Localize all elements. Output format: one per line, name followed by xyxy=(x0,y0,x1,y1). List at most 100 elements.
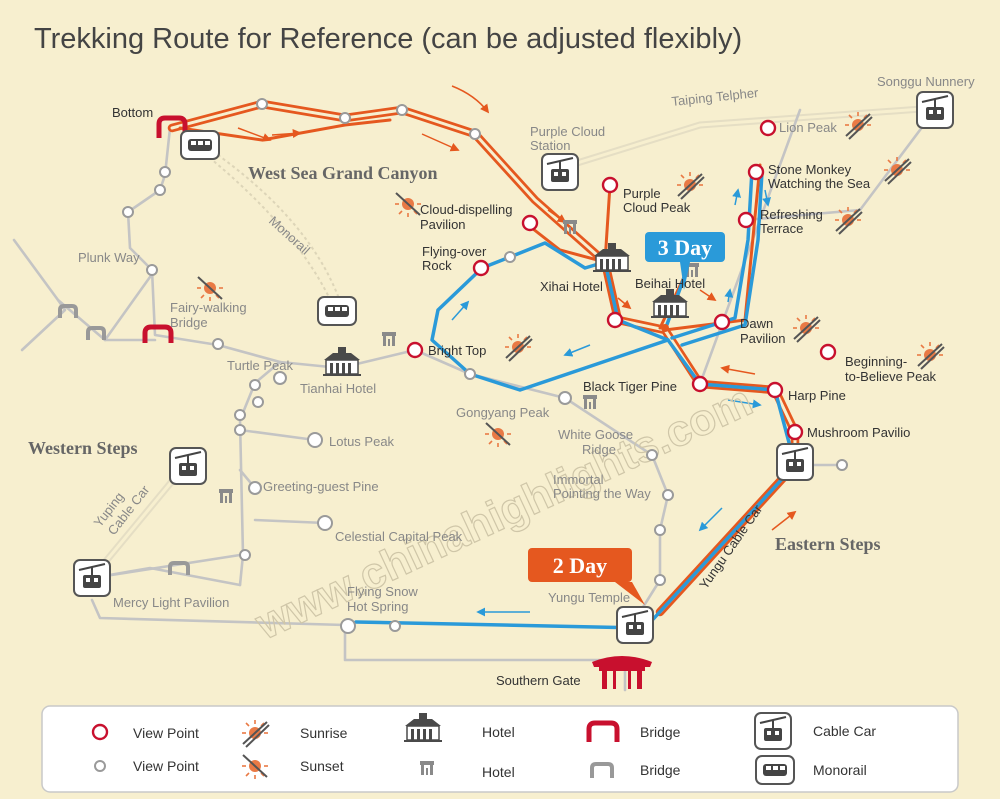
label-harp-pine: Harp Pine xyxy=(788,388,846,403)
cable-car-icon xyxy=(541,153,579,191)
red-view-points xyxy=(406,119,837,441)
label-flying-snow-2: Hot Spring xyxy=(347,599,408,614)
legend-bridge-gray-icon xyxy=(590,762,614,778)
label-bright-top: Bright Top xyxy=(428,343,486,358)
legend-label: View Point xyxy=(133,725,199,741)
label-immortal-1: Immortal xyxy=(553,472,604,487)
small-hotel-icon xyxy=(563,220,577,234)
svg-text:3 Day: 3 Day xyxy=(658,235,712,260)
label-flying-over-1: Flying-over xyxy=(422,244,487,259)
legend-label: Hotel xyxy=(482,724,515,740)
label-tianhai-hotel: Tianhai Hotel xyxy=(300,381,376,396)
small-hotel-icon xyxy=(583,395,597,409)
label-lotus-peak: Lotus Peak xyxy=(329,434,395,449)
label-xihai-hotel: Xihai Hotel xyxy=(540,279,603,294)
label-purple-station-2: Station xyxy=(530,138,570,153)
cable-car-icon xyxy=(616,606,654,644)
legend-label: Cable Car xyxy=(813,723,876,739)
legend: View Point View Point Sunrise Sunset Hot… xyxy=(41,705,959,793)
small-hotel-icon xyxy=(219,489,233,503)
legend-monorail-icon xyxy=(755,755,795,785)
legend-label: Bridge xyxy=(640,724,681,740)
legend-label: Sunset xyxy=(300,758,344,774)
southern-gate-icon xyxy=(592,656,652,689)
telpher-lines xyxy=(89,104,936,581)
label-white-goose-1: White Goose xyxy=(558,427,633,442)
label-cloud-dispelling-2: Pavilion xyxy=(420,217,466,232)
label-stone-monkey-2: Watching the Sea xyxy=(768,176,871,191)
legend-cable-car-icon xyxy=(754,712,792,750)
place-labels: Bottom Songgu Nunnery Lion Peak Stone Mo… xyxy=(78,74,975,688)
label-fairy-2: Bridge xyxy=(170,315,208,330)
legend-label: Sunrise xyxy=(300,725,348,741)
label-purple-peak-2: Cloud Peak xyxy=(623,200,691,215)
legend-label: Bridge xyxy=(640,762,681,778)
legend-label: Hotel xyxy=(482,764,515,780)
label-beginning-1: Beginning- xyxy=(845,354,907,369)
tianhai-hotel-icon xyxy=(322,346,362,377)
label-gongyang-peak: Gongyang Peak xyxy=(456,405,550,420)
label-dawn-2: Pavilion xyxy=(740,331,786,346)
label-greeting-guest: Greeting-guest Pine xyxy=(263,479,379,494)
legend-view-point-gray-icon xyxy=(94,760,106,772)
label-dawn-1: Dawn xyxy=(740,316,773,331)
beihai-hotel-icon xyxy=(650,288,690,319)
sunset-icon xyxy=(196,276,224,302)
sunrise-icon xyxy=(676,171,705,200)
label-refreshing-2: Terrace xyxy=(760,221,803,236)
label-flying-over-2: Rock xyxy=(422,258,452,273)
label-purple-peak-1: Purple xyxy=(623,186,661,201)
label-lion-peak: Lion Peak xyxy=(779,120,837,135)
legend-label: Monorail xyxy=(813,762,867,778)
map-title: Trekking Route for Reference (can be adj… xyxy=(34,23,742,55)
label-flying-snow-1: Flying Snow xyxy=(347,584,418,599)
label-bottom: Bottom xyxy=(112,105,153,120)
label-yungu-cable-car: Yungu Cable Car xyxy=(696,501,765,591)
xihai-hotel-icon xyxy=(592,242,632,273)
day-2-badge: 2 Day xyxy=(528,548,645,605)
cable-car-icon xyxy=(776,443,814,481)
label-mercy-light: Mercy Light Pavilion xyxy=(113,595,229,610)
label-cloud-dispelling-1: Cloud-dispelling xyxy=(420,202,513,217)
label-plunk-way: Plunk Way xyxy=(78,250,140,265)
label-yungu-temple: Yungu Temple xyxy=(548,590,630,605)
area-eastern-steps: Eastern Steps xyxy=(775,534,881,554)
cable-car-icon xyxy=(916,91,954,129)
junction-dot xyxy=(661,324,669,332)
sunset-icon xyxy=(394,192,422,218)
monorail-icon xyxy=(317,296,357,326)
label-fairy-1: Fairy-walking xyxy=(170,300,247,315)
label-turtle-peak: Turtle Peak xyxy=(227,358,293,373)
sunrise-icon xyxy=(792,314,821,343)
svg-text:2 Day: 2 Day xyxy=(553,553,607,578)
label-beginning-2: to-Believe Peak xyxy=(845,369,937,384)
area-western-steps: Western Steps xyxy=(28,438,138,458)
legend-label: View Point xyxy=(133,758,199,774)
gray-view-points xyxy=(122,98,848,634)
cable-car-icon xyxy=(169,447,207,485)
legend-view-point-red-icon xyxy=(91,723,109,741)
cable-car-icon xyxy=(73,559,111,597)
label-purple-station-1: Purple Cloud xyxy=(530,124,605,139)
label-stone-monkey-1: Stone Monkey xyxy=(768,162,852,177)
bridges xyxy=(58,115,190,575)
label-white-goose-2: Ridge xyxy=(582,442,616,457)
sunrise-icon xyxy=(916,341,945,370)
label-refreshing-1: Refreshing xyxy=(760,207,823,222)
label-taiping-telpher: Taiping Telpher xyxy=(671,85,760,109)
area-west-sea: West Sea Grand Canyon xyxy=(248,163,438,183)
label-mushroom: Mushroom Pavilio xyxy=(807,425,910,440)
legend-bridge-red-icon xyxy=(586,720,620,742)
sunrise-icon xyxy=(504,333,533,362)
small-hotel-icon xyxy=(382,332,396,346)
label-black-tiger-pine: Black Tiger Pine xyxy=(583,379,677,394)
label-songgu-nunnery: Songgu Nunnery xyxy=(877,74,975,89)
monorail-icon xyxy=(180,130,220,160)
label-celestial-capital: Celestial Capital Peak xyxy=(335,529,463,544)
direction-arrows xyxy=(237,85,797,617)
label-beihai-hotel: Beihai Hotel xyxy=(635,276,705,291)
label-southern-gate: Southern Gate xyxy=(496,673,581,688)
label-immortal-2: Pointing the Way xyxy=(553,486,651,501)
